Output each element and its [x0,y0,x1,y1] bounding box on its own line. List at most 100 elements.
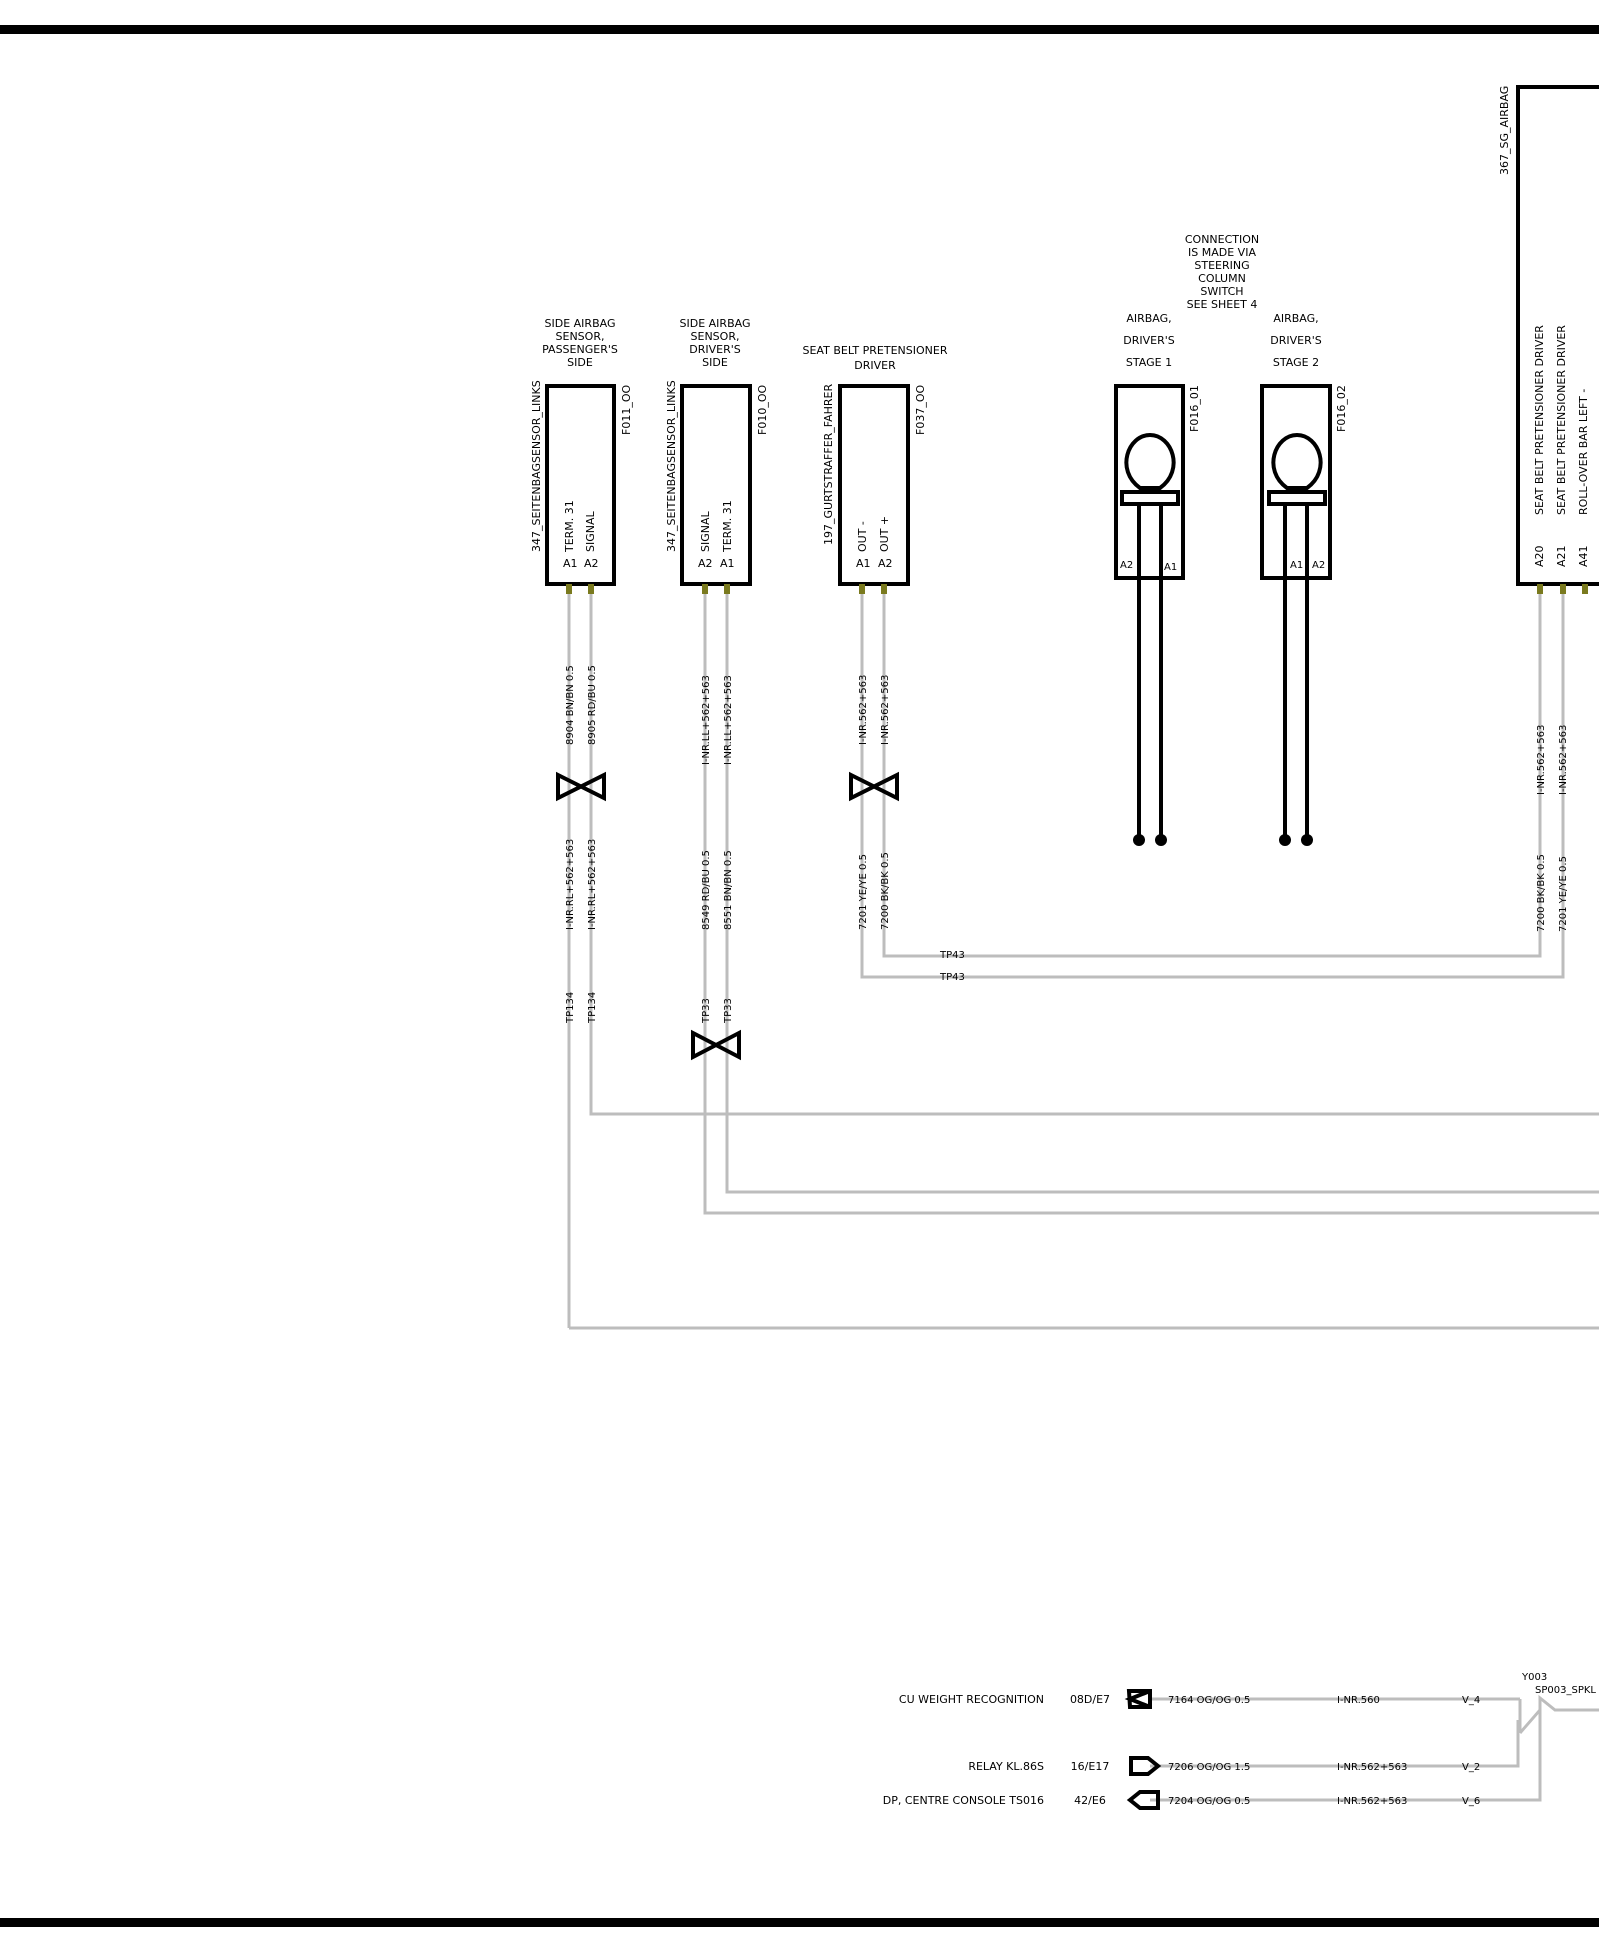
test-point: TP33 [701,998,712,1024]
pin-label: SIGNAL [699,510,712,552]
component-name: 197_GURTSTRAFFER_FAHRER [822,383,835,545]
caption-line: SENSOR, [556,330,605,343]
pin-terminal [1560,584,1566,594]
connector-pin: 08D/E7 [1070,1693,1110,1706]
test-point: TP43 [939,950,965,961]
wire-label: I-NR.RL+562+563 [587,839,598,930]
pin-terminal [881,584,887,594]
note-line: STEERING [1194,259,1249,272]
caption-line: DRIVER'S [1270,334,1321,347]
pin-id: A1 [720,557,735,570]
connector-harness: I-NR.562+563 [1337,1796,1407,1807]
wires [567,585,1599,1802]
connector-harness: I-NR.560 [1337,1695,1380,1706]
wire-label: 8904 BN/BN 0.5 [565,665,576,745]
wire-label: I-NR.562+563 [1558,725,1569,795]
squib-bar [1267,490,1327,506]
wire-label: I-NR.RL+562+563 [565,839,576,930]
connector-bowtie-icon [849,771,899,802]
caption-line: STAGE 2 [1273,356,1319,369]
splice-name: SP003_SPKL [1535,1685,1596,1696]
component-ref: F010_OO [756,385,769,435]
pin-terminal [702,584,708,594]
test-point: TP43 [939,972,965,983]
caption-line: AIRBAG, [1126,312,1171,325]
caption-line: SENSOR, [691,330,740,343]
pin-id: A1 [1164,562,1177,573]
wire-label: I-NR.562+563 [1536,725,1547,795]
connector-pin: 16/E17 [1071,1760,1110,1773]
airbag-driver-stage-1: AIRBAG, DRIVER'S STAGE 1 F016_01 A2 A1 [1114,312,1201,846]
connector-v: V_6 [1462,1796,1480,1807]
wire-label: I-NR.562+563 [880,675,891,745]
connector-arrow-left-icon [1126,1790,1160,1810]
caption-line: SIDE AIRBAG [545,317,616,330]
note-line: COLUMN [1198,272,1246,285]
airbag-control-unit: 367_SG_AIRBAG SEAT BELT PRETENSIONER DRI… [1498,85,1599,932]
connector-bowtie-icon [691,1029,741,1061]
component-ref: F016_01 [1188,385,1201,432]
pin-id: A2 [584,557,599,570]
lead-end [1301,834,1313,846]
connector-wire: 7204 OG/OG 0.5 [1168,1796,1250,1807]
pin-label: TERM. 31 [563,500,576,553]
note-line: IS MADE VIA [1188,246,1256,259]
bottom-frame-bar [0,1918,1599,1927]
lead-end [1155,834,1167,846]
connector-pin: 42/E6 [1074,1794,1106,1807]
caption-line: SIDE [567,356,593,369]
component-name: 347_SEITENBAGSENSOR_LINKS [665,380,678,552]
side-airbag-sensor-passenger: SIDE AIRBAG SENSOR, PASSENGER'S SIDE 347… [530,317,633,1024]
control-unit-box [1516,85,1599,586]
pin-id: A41 [1577,545,1590,567]
pin-label: SEAT BELT PRETENSIONER DRIVER [1533,325,1546,515]
airbag-driver-stage-2: AIRBAG, DRIVER'S STAGE 2 F016_02 A1 A2 [1260,312,1348,846]
component-box [1114,384,1185,580]
caption-line: DRIVER'S [1123,334,1174,347]
pin-terminal [724,584,730,594]
connector-target: CU WEIGHT RECOGNITION [899,1693,1044,1706]
pin-label: SIGNAL [584,510,597,552]
pin-id: A20 [1533,545,1546,567]
airbag-squib-icon [1271,432,1323,490]
wire-label: 7200 BK/BK 0.5 [880,852,891,930]
lead-end [1279,834,1291,846]
component-box [545,384,616,586]
pin-label: OUT + [878,516,891,552]
pin-terminal [588,584,594,594]
pin-label: SEAT BELT PRETENSIONER DRIVER [1555,325,1568,515]
component-box [838,384,910,586]
connector-row-0: CU WEIGHT RECOGNITION 08D/E7 7164 OG/OG … [899,1689,1480,1709]
connector-target: RELAY KL.86S [968,1760,1044,1773]
connector-v: V_4 [1462,1695,1480,1706]
caption-line: PASSENGER'S [542,343,618,356]
pin-label: TERM. 31 [721,500,734,553]
wire-label: I-NR.562+563 [858,675,869,745]
caption-line: STAGE 1 [1126,356,1172,369]
pin-terminal [566,584,572,594]
wire-label: 8905 RD/BU 0.5 [587,665,598,745]
pin-id: A2 [878,557,893,570]
note-line: SWITCH [1200,285,1243,298]
component-name: 347_SEITENBAGSENSOR_LINKS [530,380,543,552]
pin-id: A21 [1555,545,1568,567]
pin-label: ROLL-OVER BAR LEFT - [1577,389,1590,515]
connector-row-2: DP, CENTRE CONSOLE TS016 42/E6 7204 OG/O… [883,1790,1480,1810]
splice-id: Y003 [1521,1672,1547,1683]
wire-label: 7201 YE/YE 0.5 [858,854,869,930]
test-point: TP134 [587,992,598,1024]
pin-id: A1 [1290,560,1303,571]
component-box [680,384,752,586]
wire-label: 8549 RD/BU 0.5 [701,850,712,930]
connector-row-1: RELAY KL.86S 16/E17 7206 OG/OG 1.5 I-NR.… [968,1756,1480,1776]
pin-id: A2 [1312,560,1325,571]
pin-id: A1 [856,557,871,570]
seat-belt-pretensioner: SEAT BELT PRETENSIONER DRIVER 197_GURTST… [803,344,965,983]
splice: Y003 SP003_SPKL [1521,1672,1596,1696]
connection-note: CONNECTION IS MADE VIA STEERING COLUMN S… [1185,233,1259,311]
connector-bowtie-icon [556,771,606,802]
component-name: 367_SG_AIRBAG [1498,86,1511,175]
test-point: TP33 [723,998,734,1024]
connector-arrow-right-icon [1129,1756,1162,1776]
